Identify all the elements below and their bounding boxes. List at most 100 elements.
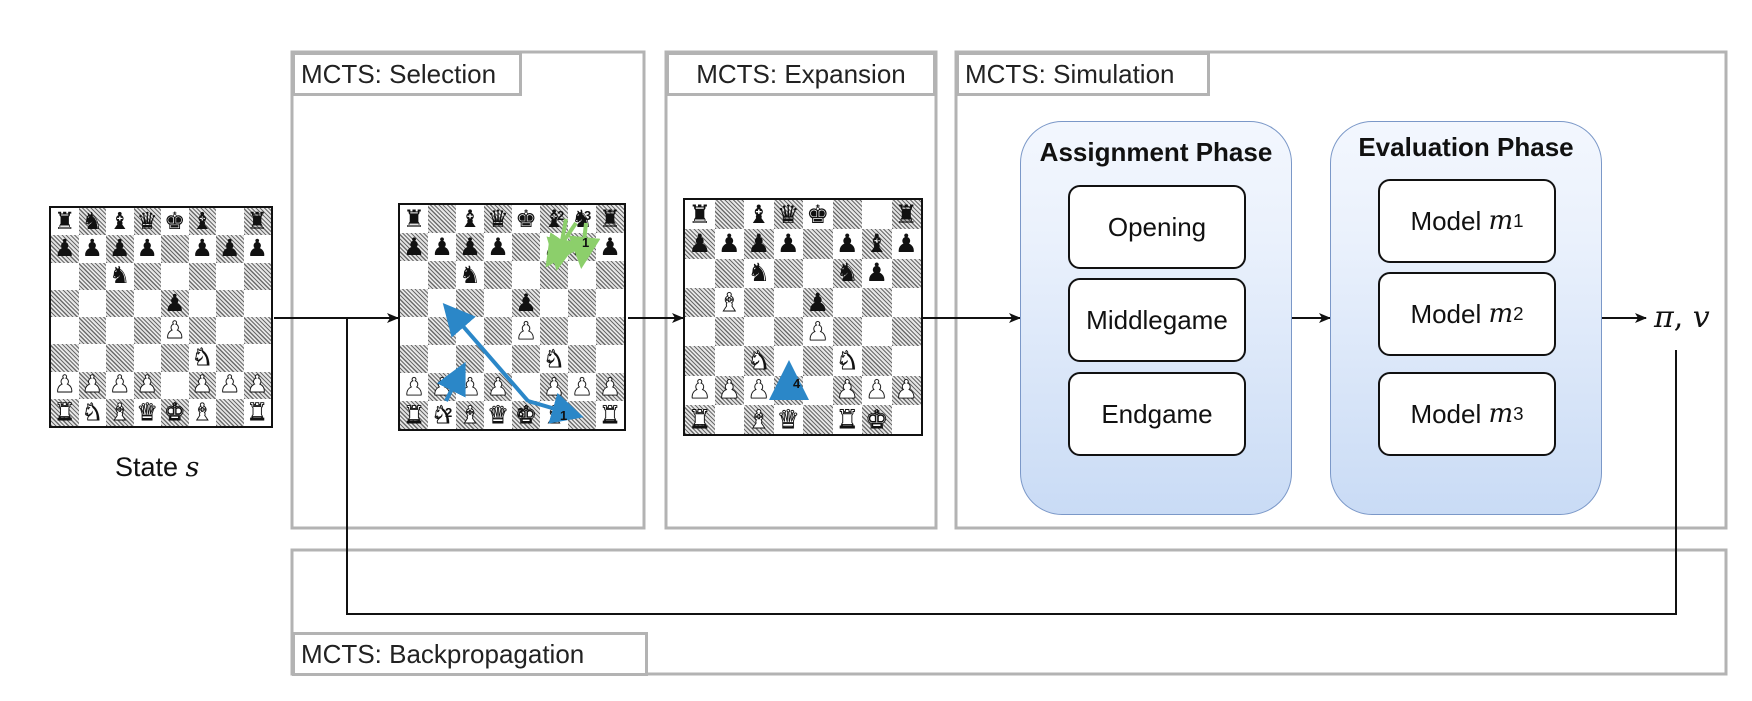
black-knight-icon: ♞ (459, 260, 481, 289)
board-square: ♟ (161, 315, 189, 345)
model-3-subscript: 3 (1513, 403, 1524, 424)
white-queen-icon: ♛ (487, 400, 509, 429)
board-square: ♟ (773, 228, 803, 259)
white-knight-icon: ♞ (543, 344, 565, 373)
white-bishop-icon: ♝ (191, 397, 213, 426)
board-square: ♝ (188, 208, 216, 236)
black-rook-icon: ♜ (688, 198, 712, 229)
board-square (456, 289, 484, 317)
move-number-label: 4 (793, 376, 801, 391)
board-square: ♚ (512, 205, 540, 233)
white-pawn-icon: ♟ (806, 315, 830, 346)
simulation-panel (954, 50, 1728, 530)
board-square: ♞ (832, 258, 862, 288)
board-square (133, 262, 161, 290)
board-square (568, 317, 596, 345)
board-square (216, 208, 244, 236)
black-bishop-icon: ♝ (747, 198, 771, 229)
black-king-icon: ♚ (164, 206, 186, 235)
board-square: ♟ (484, 373, 512, 401)
board-square (862, 317, 892, 347)
board-square: ♝ (714, 286, 744, 317)
board-square (188, 289, 216, 317)
board-square: ♟ (133, 235, 161, 263)
board-square: ♟ (685, 375, 715, 405)
black-knight-icon: ♞ (109, 261, 131, 290)
black-rook-icon: ♜ (599, 204, 621, 233)
board-square: ♟ (832, 228, 862, 259)
board-square: ♚ (803, 198, 833, 230)
board-square (512, 373, 540, 401)
white-pawn-icon: ♟ (136, 370, 158, 399)
board-square: ♟ (216, 371, 244, 399)
black-king-icon: ♚ (806, 198, 830, 229)
board-square (803, 258, 833, 288)
white-pawn-icon: ♟ (599, 372, 621, 401)
board-square (714, 317, 744, 347)
white-pawn-icon: ♟ (543, 372, 565, 401)
board-square: ♟ (891, 229, 921, 259)
opening-box: Opening (1068, 185, 1246, 269)
white-rook-icon: ♜ (599, 400, 621, 429)
board-square: ♜ (685, 198, 715, 230)
board-square (744, 287, 774, 317)
white-rook-icon: ♜ (403, 400, 425, 429)
board-square (714, 258, 744, 288)
board-square (803, 375, 833, 405)
white-bishop-icon: ♝ (717, 286, 741, 317)
black-pawn-icon: ♟ (54, 234, 76, 263)
white-pawn-icon: ♟ (894, 374, 918, 405)
board-square: ♟ (685, 229, 715, 259)
white-knight-icon: ♞ (81, 397, 103, 426)
board-square: ♞ (744, 346, 774, 376)
board-square: ♚ (862, 403, 892, 434)
board-square: ♞ (78, 397, 106, 426)
black-pawn-icon: ♟ (403, 232, 425, 261)
board-square (832, 317, 862, 347)
board-square (512, 261, 540, 289)
board-square (51, 289, 79, 317)
black-pawn-icon: ♟ (835, 228, 859, 259)
board-square (803, 404, 833, 434)
white-pawn-icon: ♟ (403, 372, 425, 401)
board-square: ♟ (106, 370, 134, 399)
model-3-label: Model (1410, 398, 1482, 429)
black-pawn-icon: ♟ (515, 288, 537, 317)
black-pawn-icon: ♟ (776, 228, 800, 259)
board-square (596, 289, 624, 317)
board-square (832, 287, 862, 317)
model-2-variable: m (1488, 299, 1514, 329)
model-1-subscript: 1 (1513, 210, 1524, 231)
board-square (243, 344, 271, 372)
white-pawn-icon: ♟ (164, 315, 186, 344)
white-pawn-icon: ♟ (246, 370, 268, 399)
white-knight-icon: ♞ (431, 400, 453, 429)
board-square: ♛ (133, 208, 161, 236)
board-square (568, 345, 596, 373)
board-square: ♟ (596, 233, 624, 261)
board-square: ♟ (862, 375, 892, 405)
black-bishop-icon: ♝ (109, 206, 131, 235)
move-number-label: 1 (560, 408, 568, 423)
white-pawn-icon: ♟ (515, 316, 537, 345)
board-square: ♛ (773, 200, 803, 230)
board-square: ♟ (188, 235, 216, 263)
board-square: ♜ (51, 208, 79, 236)
board-square: ♞ (78, 208, 106, 236)
board-square: ♟ (400, 233, 428, 261)
white-pawn-icon: ♟ (109, 370, 131, 399)
board-square (243, 317, 271, 345)
board-square: ♟ (512, 317, 540, 345)
board-square (484, 289, 512, 317)
evaluation-phase-title: Evaluation Phase (1358, 132, 1574, 162)
board-square (133, 344, 161, 372)
board-square (51, 262, 79, 290)
board-square (484, 261, 512, 289)
board-square (243, 289, 271, 317)
black-pawn-icon: ♟ (81, 234, 103, 263)
white-king-icon: ♚ (865, 403, 889, 434)
board-square: ♜ (400, 205, 428, 233)
board-square (428, 205, 456, 233)
